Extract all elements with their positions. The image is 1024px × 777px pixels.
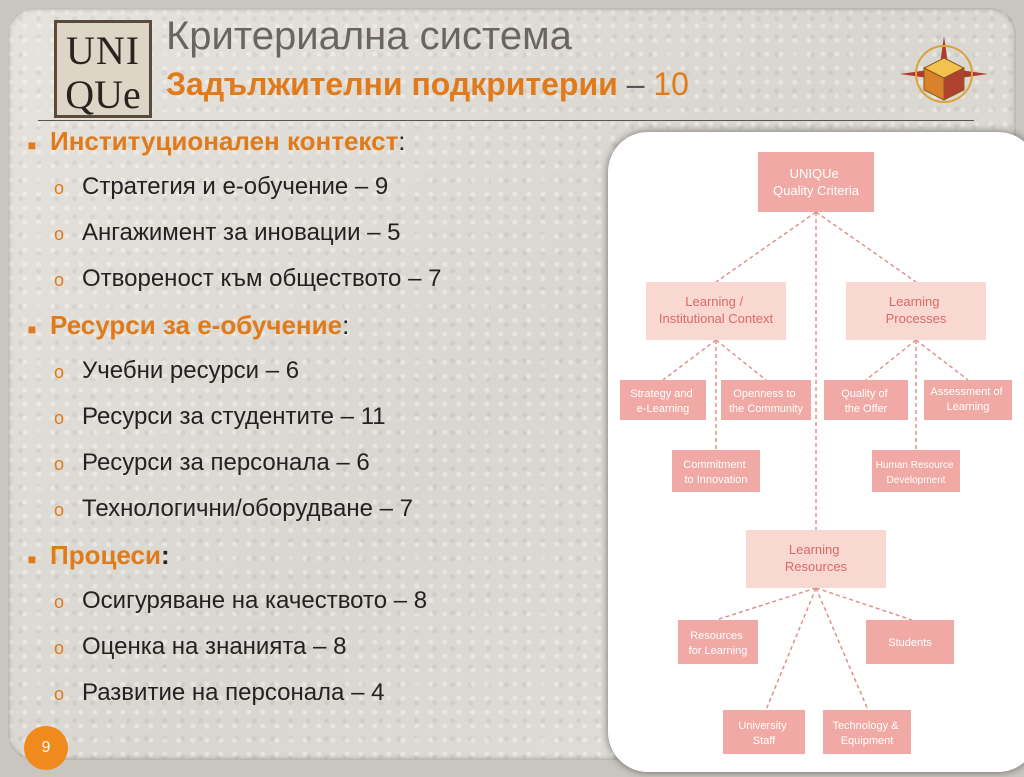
circle-bullet-icon: o <box>54 592 65 612</box>
title-divider <box>38 120 974 121</box>
compass-cube-emblem-icon <box>900 36 988 103</box>
circle-bullet-icon: o <box>54 362 65 382</box>
diagram-node-resources <box>746 530 886 588</box>
page-number-badge: 9 <box>24 726 68 770</box>
svg-text:Resources for Learning: Resources for Learning <box>689 630 748 657</box>
svg-text:Strategy and e-Learning: Strategy and e-Learning <box>630 388 695 415</box>
square-bullet-icon: ■ <box>27 137 37 153</box>
svg-text:University Staff: University Staff <box>738 720 789 747</box>
section-processes: ■ Процеси: <box>14 532 614 578</box>
svg-text:Learning / Institutional: Learning / Institutional Context <box>659 294 774 326</box>
section-e-learning-resources: ■ Ресурси за е-обучение: <box>14 302 614 348</box>
svg-text:Learning Processes: Learning Processes <box>886 294 947 326</box>
section-institutional-context: ■ Институционален контекст: <box>14 118 614 164</box>
svg-text:Quality of the Offer: Quality of the Offer <box>841 388 891 415</box>
circle-bullet-icon: o <box>54 178 65 198</box>
circle-bullet-icon: o <box>54 408 65 428</box>
svg-text:UNIQUe Quality Criteria: UNIQUe Quality Criteria <box>773 166 860 198</box>
circle-bullet-icon: o <box>54 454 65 474</box>
slide-subtitle: Задължителни подкритерии – 10 <box>166 66 689 102</box>
diagram-node-strategy <box>620 380 706 420</box>
circle-bullet-icon: o <box>54 500 65 520</box>
svg-text:Human Resource Developme: Human Resource Development <box>876 460 957 486</box>
diagram-node-students <box>866 620 954 664</box>
diagram-node-context <box>646 282 786 340</box>
svg-text:Technology & Equipment: Technology & Equipment <box>832 720 901 747</box>
circle-bullet-icon: o <box>54 684 65 704</box>
quality-criteria-diagram: UNIQUe Quality Criteria Learning / Insti… <box>608 132 1024 772</box>
svg-text:Learning Resources: Learning Resources <box>785 542 848 574</box>
slide-title: Критериална система <box>166 14 572 58</box>
circle-bullet-icon: o <box>54 270 65 290</box>
diagram-node-openness <box>721 380 811 420</box>
diagram-node-hrd <box>872 450 960 492</box>
diagram-node-commitment <box>672 450 760 492</box>
diagram-canvas: UNIQUe Quality Criteria Learning / Insti… <box>620 152 1012 754</box>
circle-bullet-icon: o <box>54 224 65 244</box>
diagram-node-quality <box>824 380 908 420</box>
circle-bullet-icon: o <box>54 638 65 658</box>
svg-text:Students: Students <box>888 637 932 649</box>
square-bullet-icon: ■ <box>27 321 37 337</box>
diagram-node-staff <box>723 710 805 754</box>
svg-text:Commitment to Innovation: Commitment to Innovation <box>683 459 748 486</box>
diagram-node-assessment <box>924 380 1012 420</box>
svg-text:Openness to the Communit: Openness to the Community <box>729 388 803 415</box>
diagram-node-res-learning <box>678 620 758 664</box>
diagram-node-root <box>758 152 874 212</box>
unique-logo: UNI QUe <box>54 20 152 118</box>
diagram-node-tech <box>823 710 911 754</box>
diagram-node-processes <box>846 282 986 340</box>
square-bullet-icon: ■ <box>27 551 37 567</box>
svg-text:Assessment of Learning: Assessment of Learning <box>930 386 1005 413</box>
